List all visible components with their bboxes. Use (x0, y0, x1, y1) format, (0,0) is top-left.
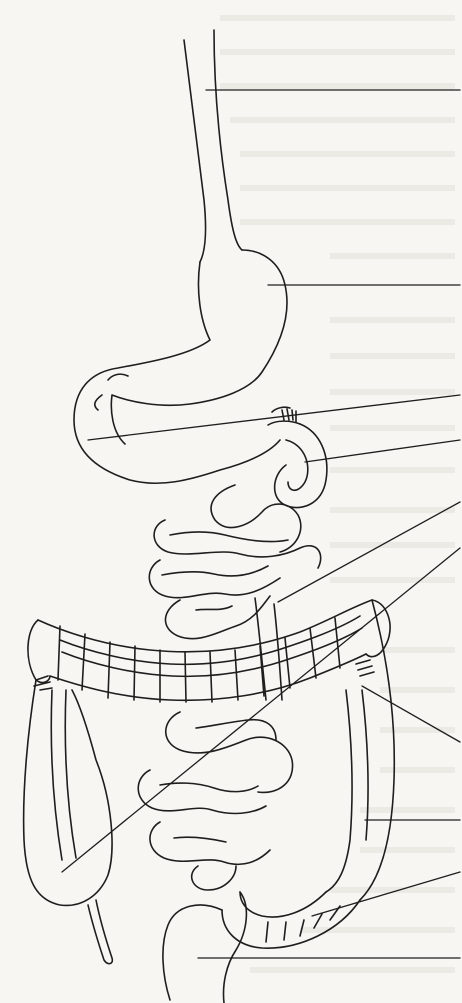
label-line-duodenum (305, 440, 460, 462)
label-line-small-intestine (278, 502, 460, 602)
rectum (163, 892, 246, 1003)
label-line-pylorus (88, 395, 460, 440)
esophagus (184, 30, 242, 262)
appendix (88, 900, 112, 964)
descending-colon (326, 600, 394, 900)
label-line-sigmoid-colon (312, 872, 460, 916)
label-line-transverse-colon (362, 686, 460, 742)
transverse-colon (28, 600, 390, 702)
stomach (74, 250, 287, 483)
bleed-through-texture (220, 18, 455, 970)
small-intestine (138, 485, 320, 890)
sigmoid-colon (222, 892, 360, 948)
label-line-cecum-appendix (62, 548, 460, 872)
ascending-colon (24, 680, 113, 964)
duodenum (275, 424, 327, 508)
